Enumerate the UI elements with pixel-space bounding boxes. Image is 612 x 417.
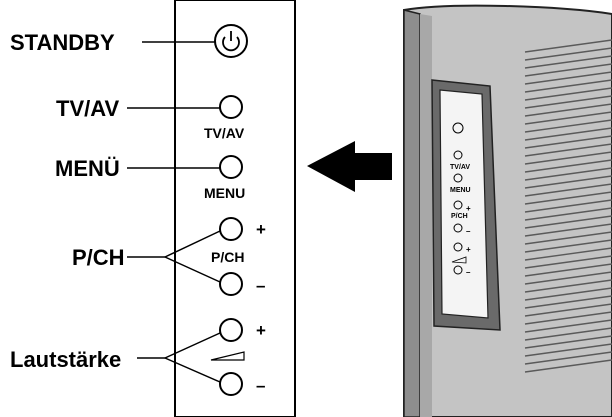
mini-minus-vol: –: [466, 268, 471, 277]
mini-label-pch: P/CH: [451, 213, 468, 220]
leader-pch: [127, 230, 221, 283]
panel-label-pch: P/CH: [211, 249, 244, 265]
pch-plus-sign: +: [256, 220, 266, 239]
callout-menu: MENÜ: [55, 156, 120, 181]
callouts: STANDBY TV/AV MENÜ P/CH Lautstärke: [10, 30, 221, 383]
pch-minus-sign: –: [256, 276, 265, 295]
callout-pch: P/CH: [72, 245, 125, 270]
menu-button[interactable]: [219, 155, 243, 179]
leader-volume: [137, 332, 221, 383]
control-panel: TV/AV MENU + P/CH – + –: [174, 0, 296, 417]
mini-minus-pch: –: [466, 227, 471, 236]
volume-minus-button[interactable]: [219, 372, 243, 396]
volume-plus-button[interactable]: [219, 318, 243, 342]
standby-button[interactable]: [214, 24, 248, 58]
mini-label-menu: MENU: [450, 187, 471, 194]
mini-plus-vol: +: [466, 245, 471, 254]
panel-label-menu: MENU: [204, 185, 245, 201]
volume-plus-sign: +: [256, 321, 266, 340]
mini-label-tvav: TV/AV: [450, 164, 470, 171]
tv-side-view: TV/AV MENU + P/CH – + –: [403, 4, 612, 417]
callout-tvav: TV/AV: [56, 96, 119, 121]
power-icon: [222, 31, 240, 52]
volume-wedge-icon: [210, 351, 245, 361]
volume-minus-sign: –: [256, 376, 265, 395]
pch-plus-button[interactable]: [219, 217, 243, 241]
arrow-left-icon: [307, 141, 392, 192]
callout-standby: STANDBY: [10, 30, 115, 55]
panel-label-tvav: TV/AV: [204, 125, 245, 141]
tv-vent-grille: [524, 39, 612, 373]
pch-minus-button[interactable]: [219, 272, 243, 296]
mini-plus-pch: +: [466, 204, 471, 213]
tv-mini-panel: TV/AV MENU + P/CH – + –: [431, 79, 501, 331]
callout-volume: Lautstärke: [10, 347, 121, 372]
tvav-button[interactable]: [219, 95, 243, 119]
